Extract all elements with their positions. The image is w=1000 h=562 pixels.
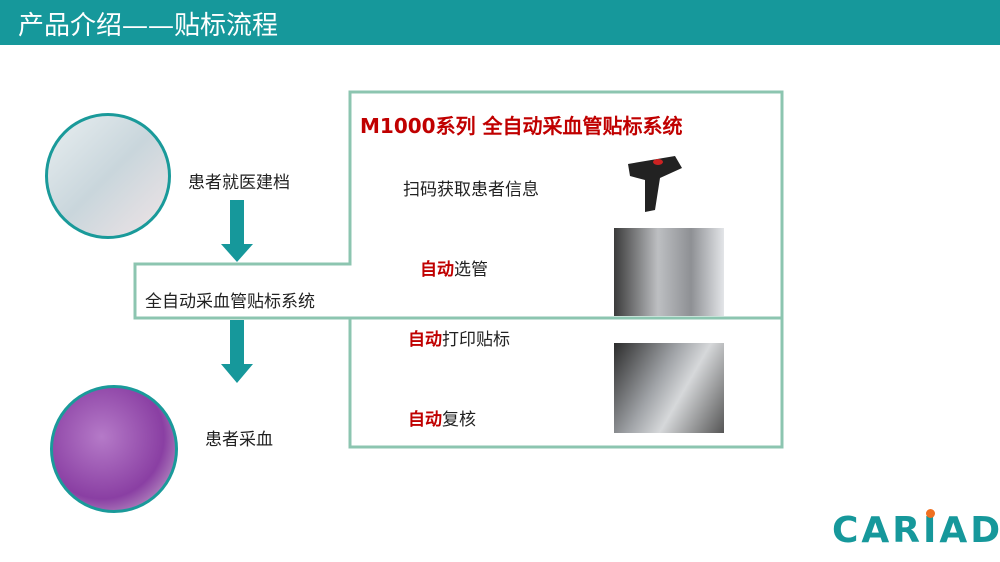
header-bar: 产品介绍——贴标流程	[0, 0, 1000, 45]
step-system: 全自动采血管贴标系统	[145, 292, 315, 312]
scan-step: 扫码获取患者信息	[403, 180, 539, 200]
review-step: 自动复核	[408, 410, 476, 430]
blood-tubes-photo	[50, 385, 178, 513]
down-arrow-icon	[221, 320, 253, 383]
system-title: M1000系列 全自动采血管贴标系统	[360, 114, 683, 138]
tube-selector-photo	[614, 228, 724, 316]
barcode-scanner-icon	[628, 156, 682, 212]
label-printer-photo	[614, 343, 724, 433]
select-step: 自动选管	[420, 260, 488, 280]
page-title: 产品介绍——贴标流程	[18, 11, 279, 41]
down-arrow-icon	[221, 200, 253, 262]
step-patient-record: 患者就医建档	[188, 173, 290, 193]
cariad-logo: CARIAD	[832, 509, 1000, 551]
print-step: 自动打印贴标	[408, 330, 510, 350]
doctor-patient-photo	[45, 113, 171, 239]
step-blood-draw: 患者采血	[205, 430, 273, 450]
